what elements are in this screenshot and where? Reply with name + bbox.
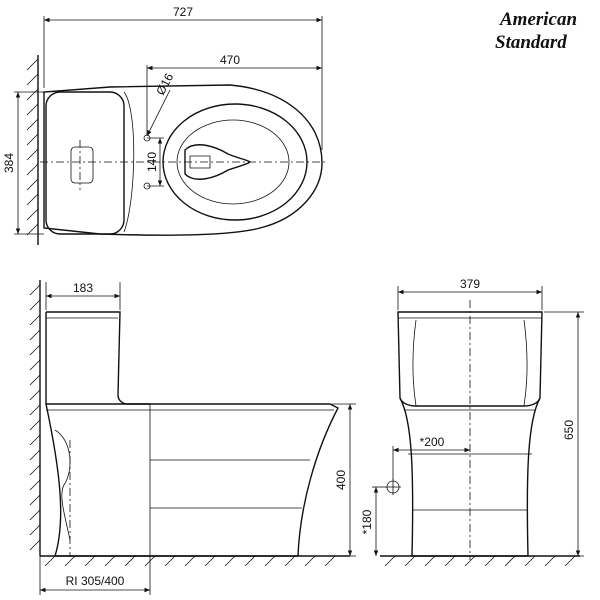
side-view: 183 400 RI 305/400 [29, 280, 356, 595]
dim-supply-height: *180 [360, 486, 386, 556]
svg-text:183: 183 [73, 281, 93, 295]
svg-text:Ø16: Ø16 [153, 71, 176, 98]
bowl-inner [176, 119, 290, 205]
top-view: 727 470 Ø16 140 384 [2, 5, 325, 245]
svg-text:RI 305/400: RI 305/400 [66, 574, 125, 588]
dim-pipe-diameter: Ø16 [146, 71, 176, 137]
side-view-body [45, 403, 339, 557]
side-view-floor [40, 555, 350, 567]
svg-text:*180: *180 [360, 509, 374, 534]
dim-total-height: 650 [530, 311, 584, 557]
svg-text:*200: *200 [420, 435, 445, 449]
dim-front-width: 379 [397, 277, 543, 310]
front-view: 379 650 *200 *180 [360, 277, 584, 567]
dim-tank-depth: 183 [45, 281, 121, 310]
svg-text:400: 400 [334, 470, 348, 490]
brand-line-1: American [499, 9, 577, 30]
dim-rough-in: RI 305/400 [39, 556, 151, 595]
side-view-wall [29, 280, 41, 556]
dim-width: 384 [2, 91, 44, 235]
tank-lid [45, 91, 125, 235]
dim-pipe-spacing: 140 [145, 137, 164, 187]
top-view-outline [43, 84, 323, 236]
dim-overall-length: 727 [43, 5, 323, 150]
side-view-tank [46, 311, 150, 405]
dim-supply-offset: *200 [392, 435, 470, 480]
svg-text:650: 650 [562, 420, 576, 440]
flush-button [70, 146, 94, 184]
dim-bowl-length: 470 [146, 53, 322, 135]
svg-text:379: 379 [460, 277, 480, 291]
front-view-floor [380, 555, 580, 567]
brand-line-2: Standard [495, 32, 567, 53]
side-view-trap [54, 429, 71, 541]
svg-text:384: 384 [2, 153, 16, 173]
svg-text:470: 470 [220, 53, 240, 67]
seat-edge [123, 91, 135, 233]
top-view-wall [26, 55, 39, 245]
svg-text:140: 140 [145, 152, 159, 172]
svg-text:727: 727 [173, 5, 193, 19]
brand-logo: American Standard [495, 9, 577, 53]
dim-height: 400 [300, 403, 356, 557]
